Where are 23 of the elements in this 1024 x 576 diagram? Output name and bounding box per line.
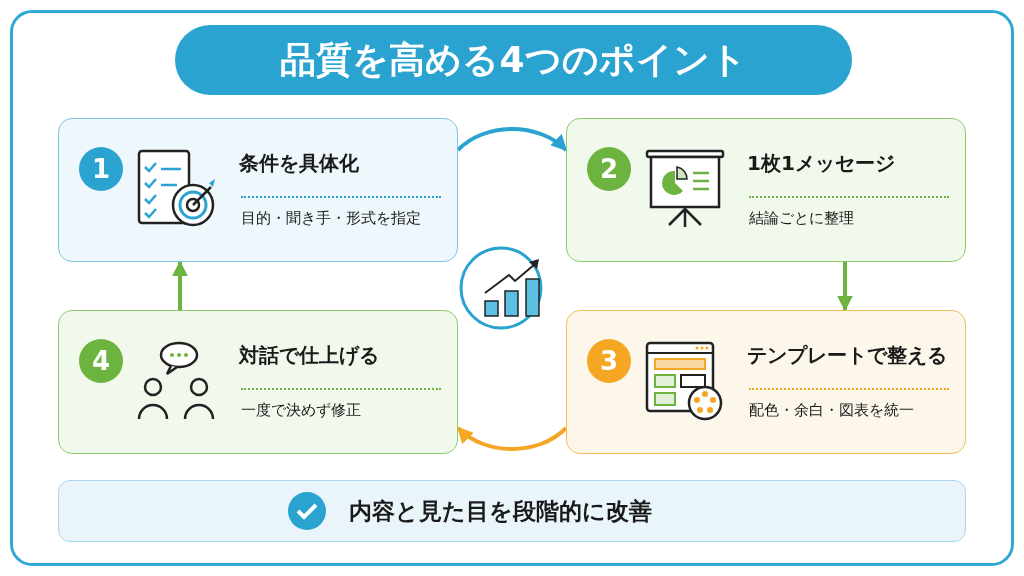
step-heading: 対話で仕上げる	[239, 342, 379, 369]
step-description: 一度で決めず修正	[241, 401, 361, 420]
step-card	[58, 310, 458, 454]
step-card	[58, 118, 458, 262]
arrow	[172, 260, 188, 310]
summary-banner	[58, 480, 966, 542]
number-badge: 3	[587, 339, 631, 383]
number-badge: 2	[587, 147, 631, 191]
summary-text: 内容と見た目を段階的に改善	[349, 497, 652, 526]
arrow	[837, 262, 853, 312]
step-heading: テンプレートで整える	[747, 342, 947, 369]
step-description: 結論ごとに整理	[749, 209, 854, 228]
step-heading: 1枚1メッセージ	[747, 150, 895, 177]
number-badge: 4	[79, 339, 123, 383]
step-description: 配色・余白・図表を統一	[749, 401, 914, 420]
step-description: 目的・聞き手・形式を指定	[241, 209, 421, 228]
step-heading: 条件を具体化	[239, 150, 359, 177]
step-card	[566, 118, 966, 262]
step-card	[566, 310, 966, 454]
arrow	[456, 426, 568, 451]
number-badge: 1	[79, 147, 123, 191]
arrow	[456, 127, 568, 152]
title-banner: 品質を高める4つのポイント	[175, 25, 852, 95]
